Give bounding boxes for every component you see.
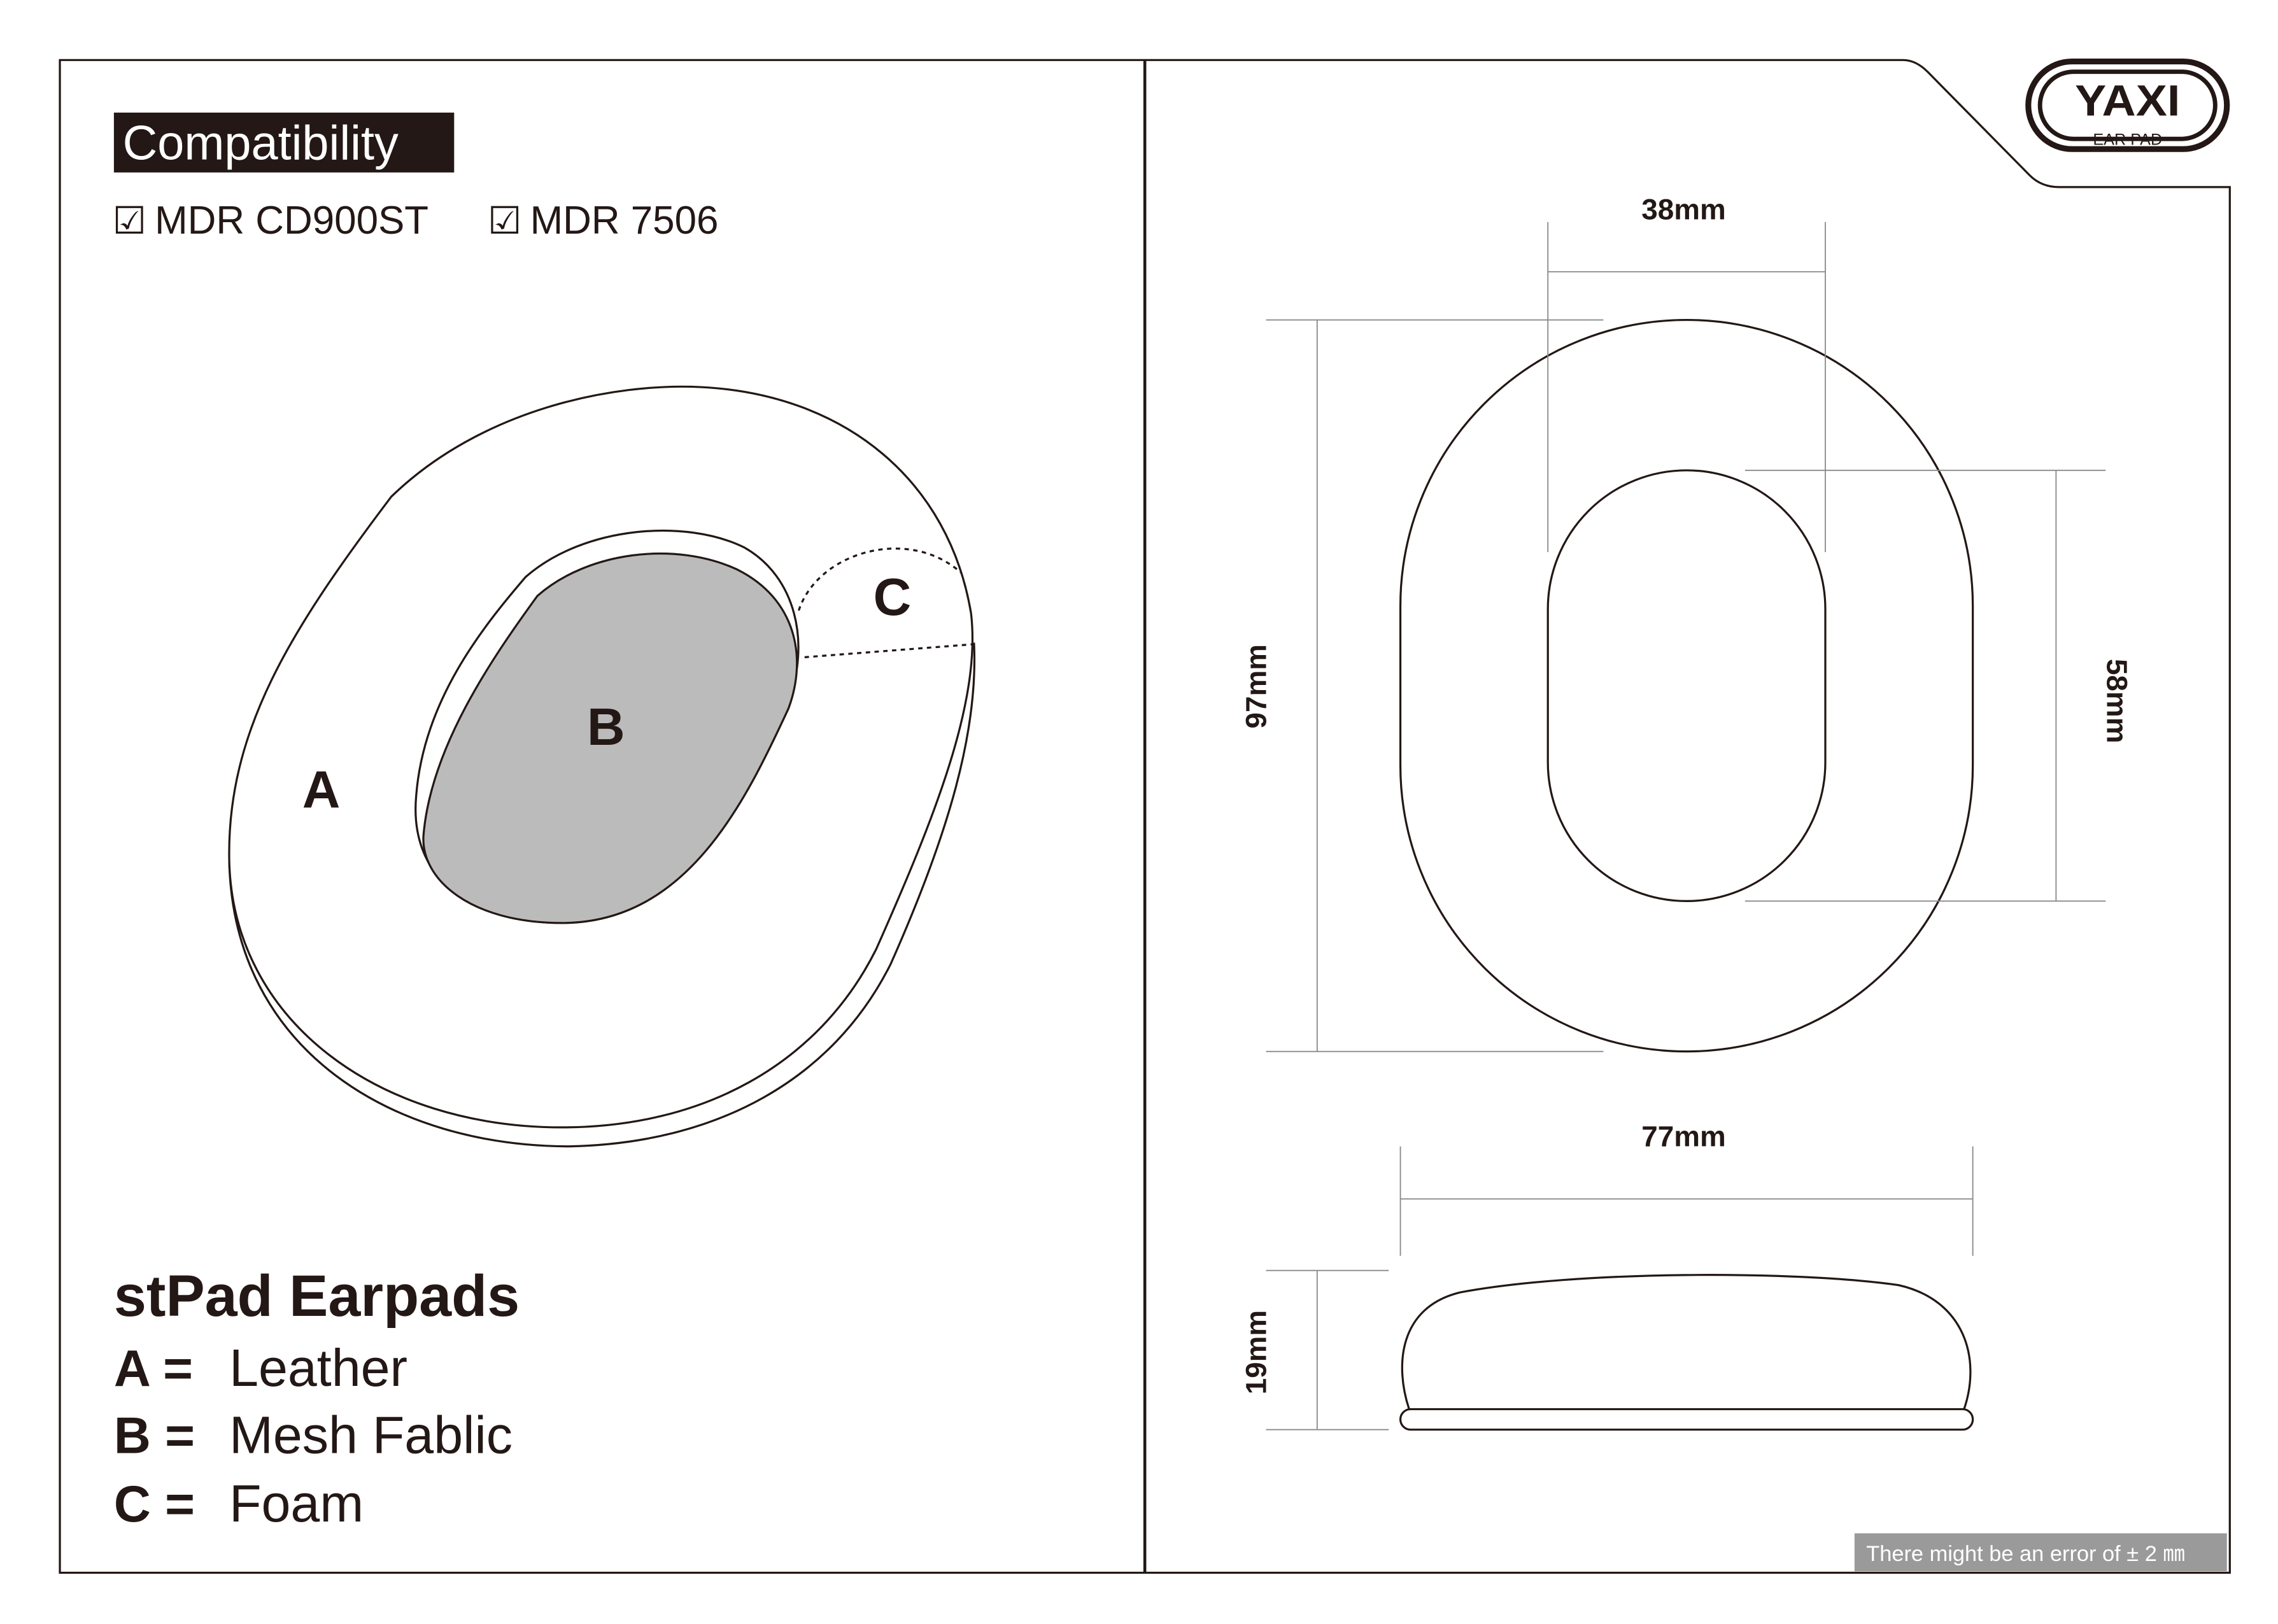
dim-outer-width: 77mm <box>1641 1120 1726 1153</box>
checkbox-icon: ☑ <box>488 199 521 242</box>
error-note: There might be an error of ± 2 ㎜ <box>1866 1542 2185 1566</box>
product-title: stPad Earpads <box>114 1264 520 1329</box>
compatibility-heading-bg <box>113 112 455 173</box>
earpad-top-view <box>1399 318 1974 1053</box>
compat-model: MDR 7506 <box>530 199 719 243</box>
earpad-side-view <box>1399 1274 1974 1431</box>
dim-thickness: 19mm <box>1240 1310 1273 1395</box>
dimension-lines <box>1266 222 2106 1430</box>
error-note-bg <box>1854 1533 2227 1572</box>
dim-inner-width: 38mm <box>1641 192 1726 225</box>
material-value: Foam <box>229 1474 364 1533</box>
material-key: B = <box>114 1407 195 1464</box>
compat-model: MDR CD900ST <box>155 199 428 243</box>
material-value: Mesh Fablic <box>229 1406 513 1464</box>
earpad-perspective-drawing: A B C <box>228 385 976 1148</box>
material-key: C = <box>114 1476 195 1533</box>
label-a: A <box>302 761 341 819</box>
label-b: B <box>587 698 625 756</box>
yaxi-logo: YAXI EAR PAD <box>2025 59 2230 152</box>
dim-inner-height: 58mm <box>2101 659 2134 744</box>
dim-outer-height: 97mm <box>1240 644 1273 729</box>
label-c: C <box>874 568 912 626</box>
outer-frame <box>59 59 2231 1574</box>
material-value: Leather <box>229 1339 407 1397</box>
material-key: A = <box>114 1340 193 1397</box>
checkbox-icon: ☑ <box>113 199 146 242</box>
compatibility-heading: Compatibility <box>123 116 399 170</box>
logo-main: YAXI <box>2075 76 2180 125</box>
logo-sub: EAR PAD <box>2093 131 2162 148</box>
